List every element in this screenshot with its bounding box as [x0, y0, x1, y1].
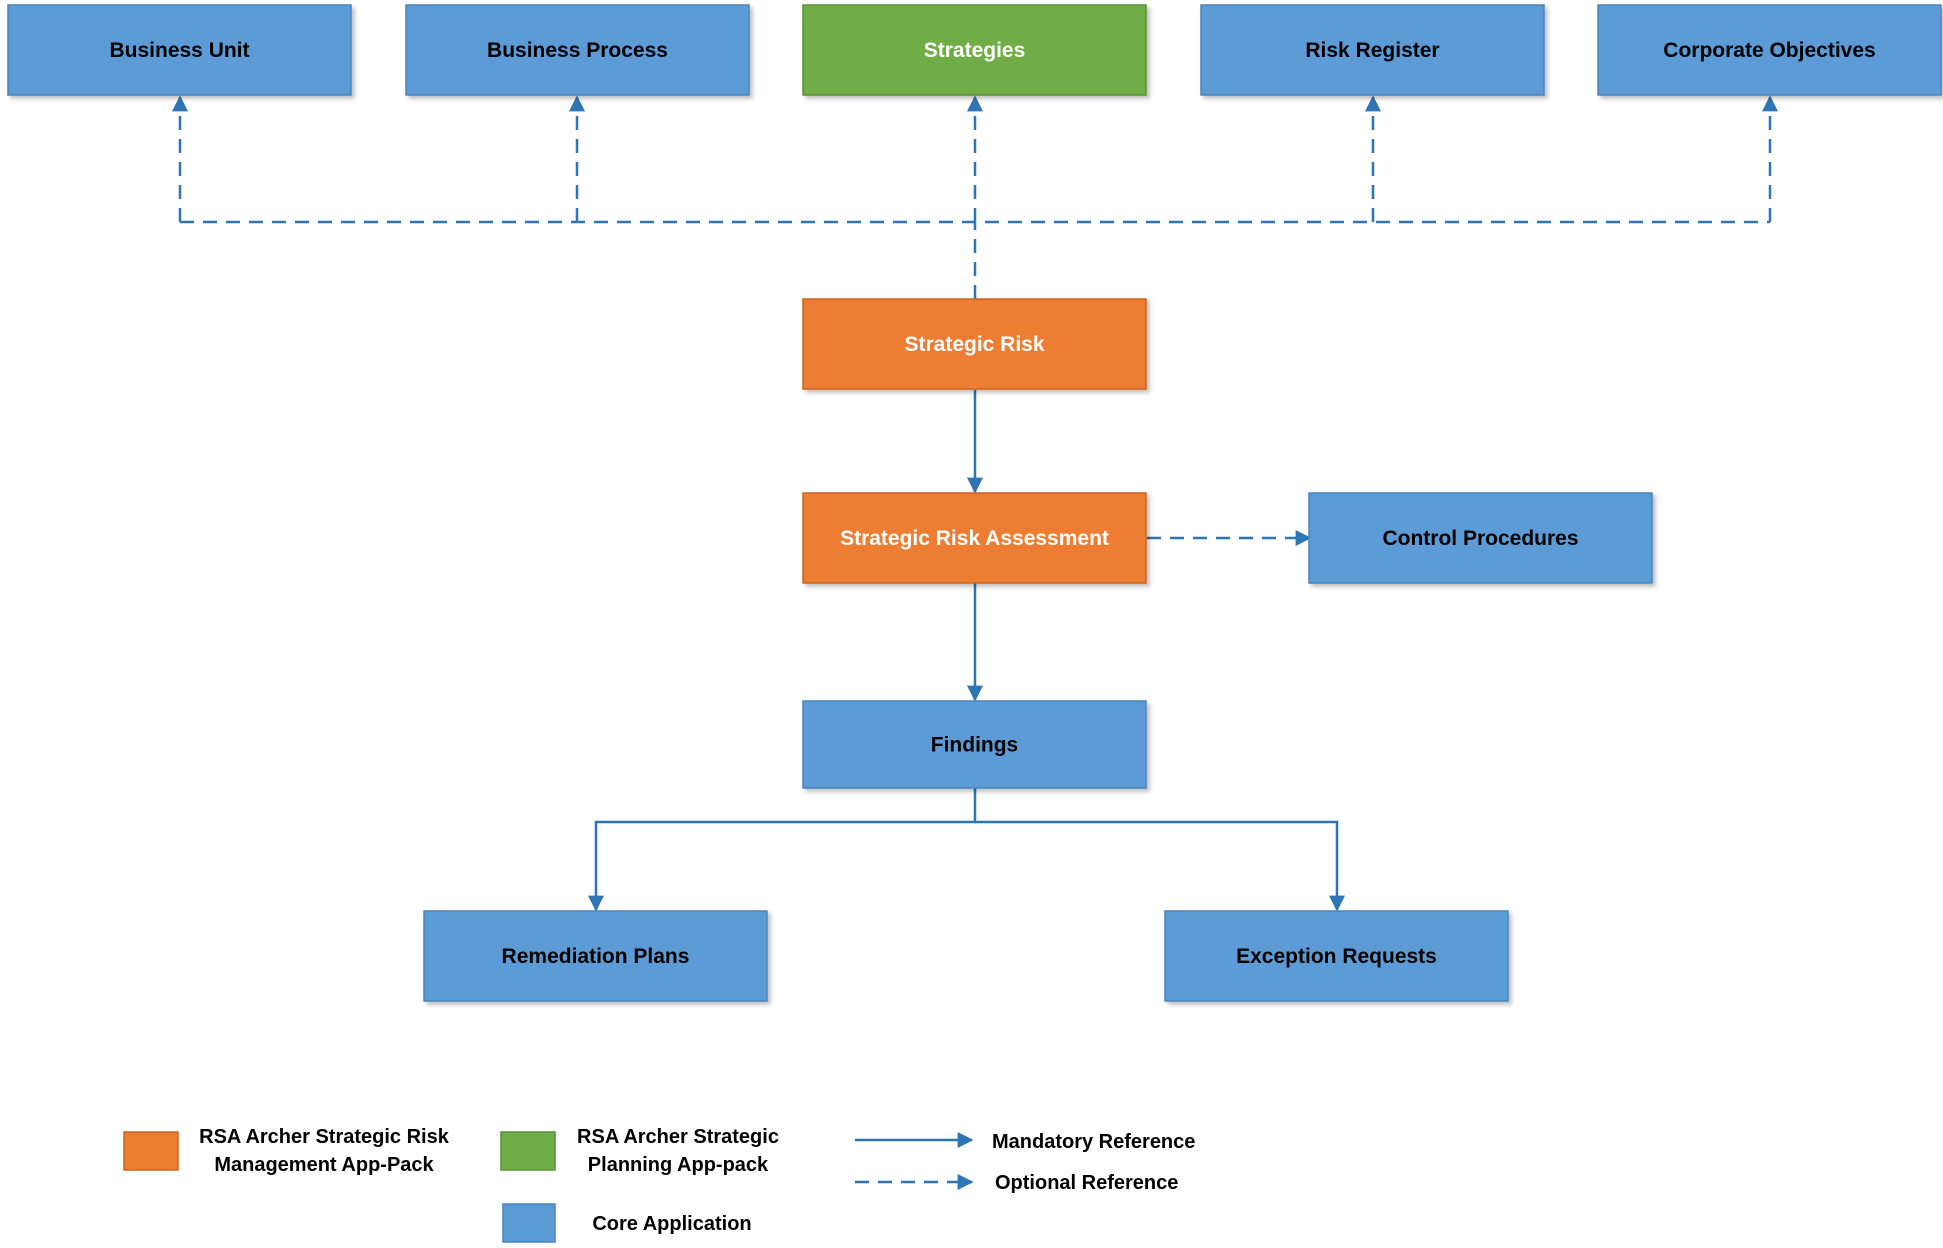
- node-strategic-risk-assessment[interactable]: Strategic Risk Assessment: [802, 492, 1147, 584]
- node-findings[interactable]: Findings: [802, 700, 1147, 789]
- node-control-procedures-label: Control Procedures: [1382, 527, 1578, 550]
- node-corporate-objectives-label: Corporate Objectives: [1663, 39, 1875, 62]
- node-exception-requests[interactable]: Exception Requests: [1164, 910, 1509, 1002]
- legend-swatch-planning-pack: [500, 1131, 556, 1171]
- legend-planning-pack-line2: Planning App-pack: [588, 1154, 769, 1176]
- legend-optional-label: Optional Reference: [995, 1172, 1178, 1194]
- legend-planning-pack-line1: RSA Archer Strategic: [577, 1126, 779, 1148]
- node-strategic-risk-label: Strategic Risk: [904, 333, 1044, 356]
- node-risk-register-label: Risk Register: [1305, 39, 1439, 62]
- node-remediation-plans-label: Remediation Plans: [502, 945, 690, 968]
- legend: RSA Archer Strategic Risk Management App…: [123, 1126, 1195, 1243]
- node-strategies-box: [802, 4, 1147, 96]
- node-business-process[interactable]: Business Process: [405, 4, 750, 96]
- legend-swatch-core-app: [502, 1203, 556, 1243]
- edge-findings-to-exception: [975, 820, 1345, 912]
- node-business-process-label: Business Process: [487, 39, 668, 62]
- node-findings-box: [802, 700, 1147, 789]
- node-corporate-objectives[interactable]: Corporate Objectives: [1597, 4, 1942, 96]
- legend-core-app-label: Core Application: [592, 1213, 751, 1235]
- node-strategies[interactable]: Strategies: [802, 4, 1147, 96]
- node-strategic-risk[interactable]: Strategic Risk: [802, 298, 1147, 390]
- node-remediation-plans[interactable]: Remediation Plans: [423, 910, 768, 1002]
- node-strategic-risk-assessment-box: [802, 492, 1147, 584]
- node-business-process-box: [405, 4, 750, 96]
- edge-findings-to-remediation: [588, 788, 977, 912]
- node-exception-requests-box: [1164, 910, 1509, 1002]
- node-business-unit-label: Business Unit: [109, 39, 249, 62]
- node-risk-register-box: [1200, 4, 1545, 96]
- node-control-procedures-box: [1308, 492, 1653, 584]
- node-control-procedures[interactable]: Control Procedures: [1308, 492, 1653, 584]
- node-business-unit[interactable]: Business Unit: [7, 4, 352, 96]
- legend-swatch-risk-pack: [123, 1131, 179, 1171]
- connectors-layer: [172, 95, 1778, 912]
- legend-risk-pack-line2: Management App-Pack: [214, 1154, 434, 1176]
- nodes-layer: Business Unit Business Process Strategie…: [7, 4, 1942, 1002]
- node-corporate-objectives-box: [1597, 4, 1942, 96]
- node-strategic-risk-assessment-label: Strategic Risk Assessment: [840, 527, 1109, 550]
- node-remediation-plans-box: [423, 910, 768, 1002]
- node-strategic-risk-box: [802, 298, 1147, 390]
- legend-risk-pack-line1: RSA Archer Strategic Risk: [199, 1126, 450, 1148]
- node-business-unit-box: [7, 4, 352, 96]
- node-risk-register[interactable]: Risk Register: [1200, 4, 1545, 96]
- legend-mandatory-label: Mandatory Reference: [992, 1131, 1195, 1153]
- node-findings-label: Findings: [931, 734, 1019, 757]
- node-exception-requests-label: Exception Requests: [1236, 945, 1437, 968]
- node-strategies-label: Strategies: [924, 39, 1026, 62]
